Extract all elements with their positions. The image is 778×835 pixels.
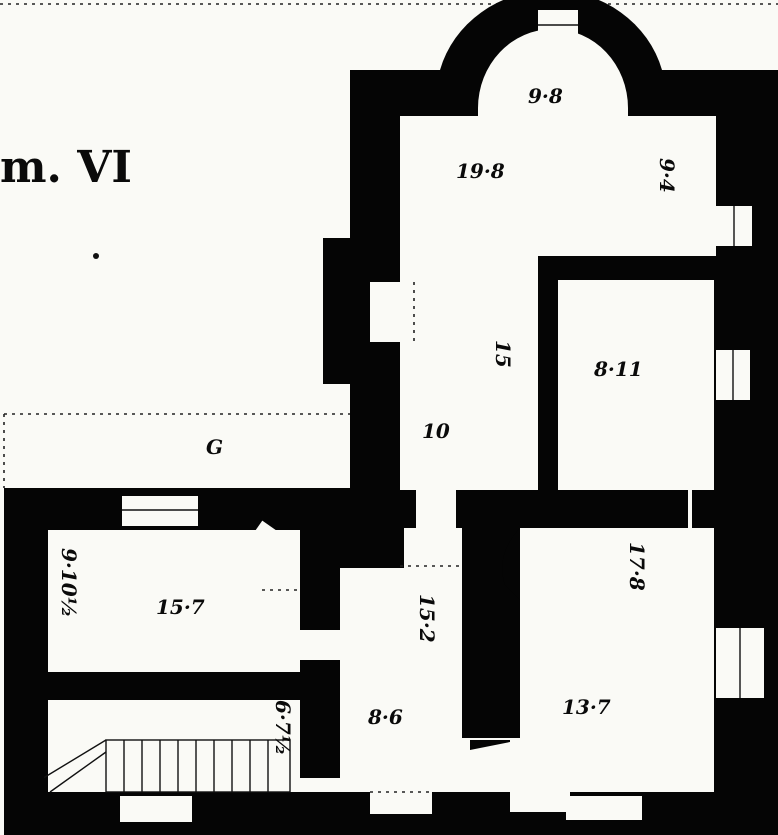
hall-west-wall-lower [300, 660, 340, 700]
apse-interior [478, 28, 628, 118]
south-window-east [566, 796, 642, 820]
stair-flight [105, 739, 291, 793]
south-window-west [120, 796, 192, 822]
central-partition [538, 280, 558, 494]
door-gap-middle [416, 488, 456, 568]
courtyard-label: G [206, 435, 223, 459]
passage-width-label: 10 [422, 419, 450, 443]
east-room-length-label: 17·8 [625, 542, 649, 591]
top-room-length-label: 19·8 [456, 159, 505, 183]
hall-width-label: 8·6 [367, 705, 403, 729]
hall-length-label: 15·2 [415, 594, 439, 643]
passage-length-label: 15 [491, 340, 515, 368]
hall-corner [340, 528, 404, 568]
west-room-width-label: 9·10½ [57, 548, 81, 618]
stair-width-label: 6·7½ [271, 700, 295, 756]
middle-wall-east [456, 488, 688, 528]
windows [120, 10, 764, 822]
rooms [48, 28, 716, 814]
west-wing-window [122, 496, 198, 526]
hall-west-wall-bottom [300, 700, 340, 778]
west-wing-south-wall [4, 672, 340, 700]
staircase [4, 739, 291, 796]
top-room [400, 116, 716, 256]
west-room [48, 530, 300, 672]
north-east-room-label: 8·11 [593, 357, 643, 381]
east-room [470, 528, 714, 792]
top-room-width-label: 9·4 [655, 158, 679, 193]
door-gap-east [688, 488, 692, 528]
middle-wall-stub [690, 488, 716, 528]
passage [400, 256, 538, 490]
ink-dot [93, 253, 99, 259]
buttress-niche [370, 282, 416, 342]
north-east-room [558, 280, 714, 490]
south-door-gap-east [510, 792, 570, 812]
east-wall [714, 70, 778, 835]
stair-newel [4, 756, 44, 796]
walls [4, 0, 778, 835]
west-room-length-label: 15·7 [156, 595, 205, 619]
stair-lobby [48, 700, 300, 792]
hall [340, 568, 462, 792]
east-room-curved-jamb [502, 528, 520, 600]
east-room-west-wall-lower [470, 740, 510, 750]
dotted-lines [3, 282, 464, 793]
west-wing-north-wall [4, 488, 404, 530]
west-room-east-wall [300, 530, 340, 630]
apse-width-label: 9·8 [528, 84, 563, 108]
west-corner-niche [241, 520, 299, 576]
east-room-width-label: 13·7 [562, 695, 611, 719]
plate-heading: m. VI [0, 142, 132, 193]
west-room-door [300, 630, 340, 660]
south-door-gap [370, 792, 432, 814]
